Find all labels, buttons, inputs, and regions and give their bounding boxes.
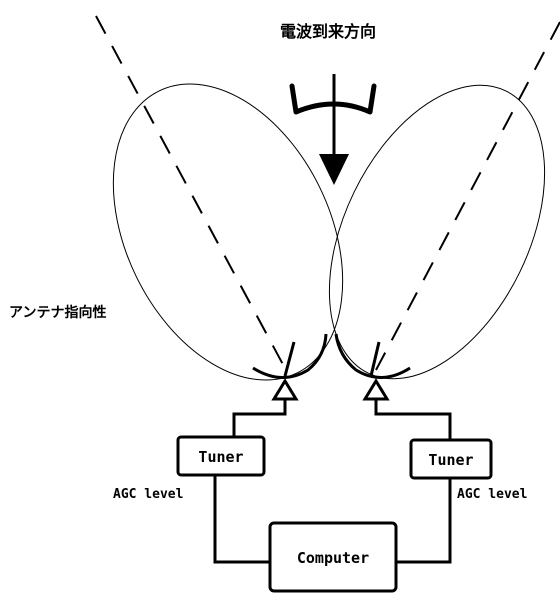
right-agc-label: AGC level (457, 487, 527, 502)
left-tuner-to-computer-wire (213, 475, 270, 564)
right-antenna-feed (369, 341, 381, 377)
right-antenna-element (334, 333, 411, 379)
left-antenna-lobe (112, 83, 344, 381)
right-tuner-label: Tuner (428, 451, 473, 469)
right-antenna-lobe (328, 84, 546, 380)
right-amplifier-icon (362, 378, 390, 401)
left-amp-to-tuner-wire (232, 399, 287, 437)
left-tuner-label: Tuner (198, 448, 243, 466)
left-antenna-element (252, 333, 328, 379)
antenna-directivity-label: アンテナ指向性 (9, 304, 106, 321)
left-tuner-box (176, 435, 266, 477)
right-amp-to-tuner-wire (374, 399, 452, 440)
right-beam-axis (375, 21, 560, 371)
wave-direction-title: 電波到来方向 (280, 22, 376, 41)
computer-label: Computer (297, 549, 369, 567)
wave-direction-arrow-head (319, 154, 349, 185)
left-amplifier-icon (271, 378, 299, 401)
left-beam-axis (95, 15, 288, 373)
right-tuner-to-computer-wire (396, 478, 452, 564)
left-agc-label: AGC level (113, 487, 183, 502)
computer-box (268, 521, 398, 593)
left-antenna-feed (283, 341, 296, 377)
